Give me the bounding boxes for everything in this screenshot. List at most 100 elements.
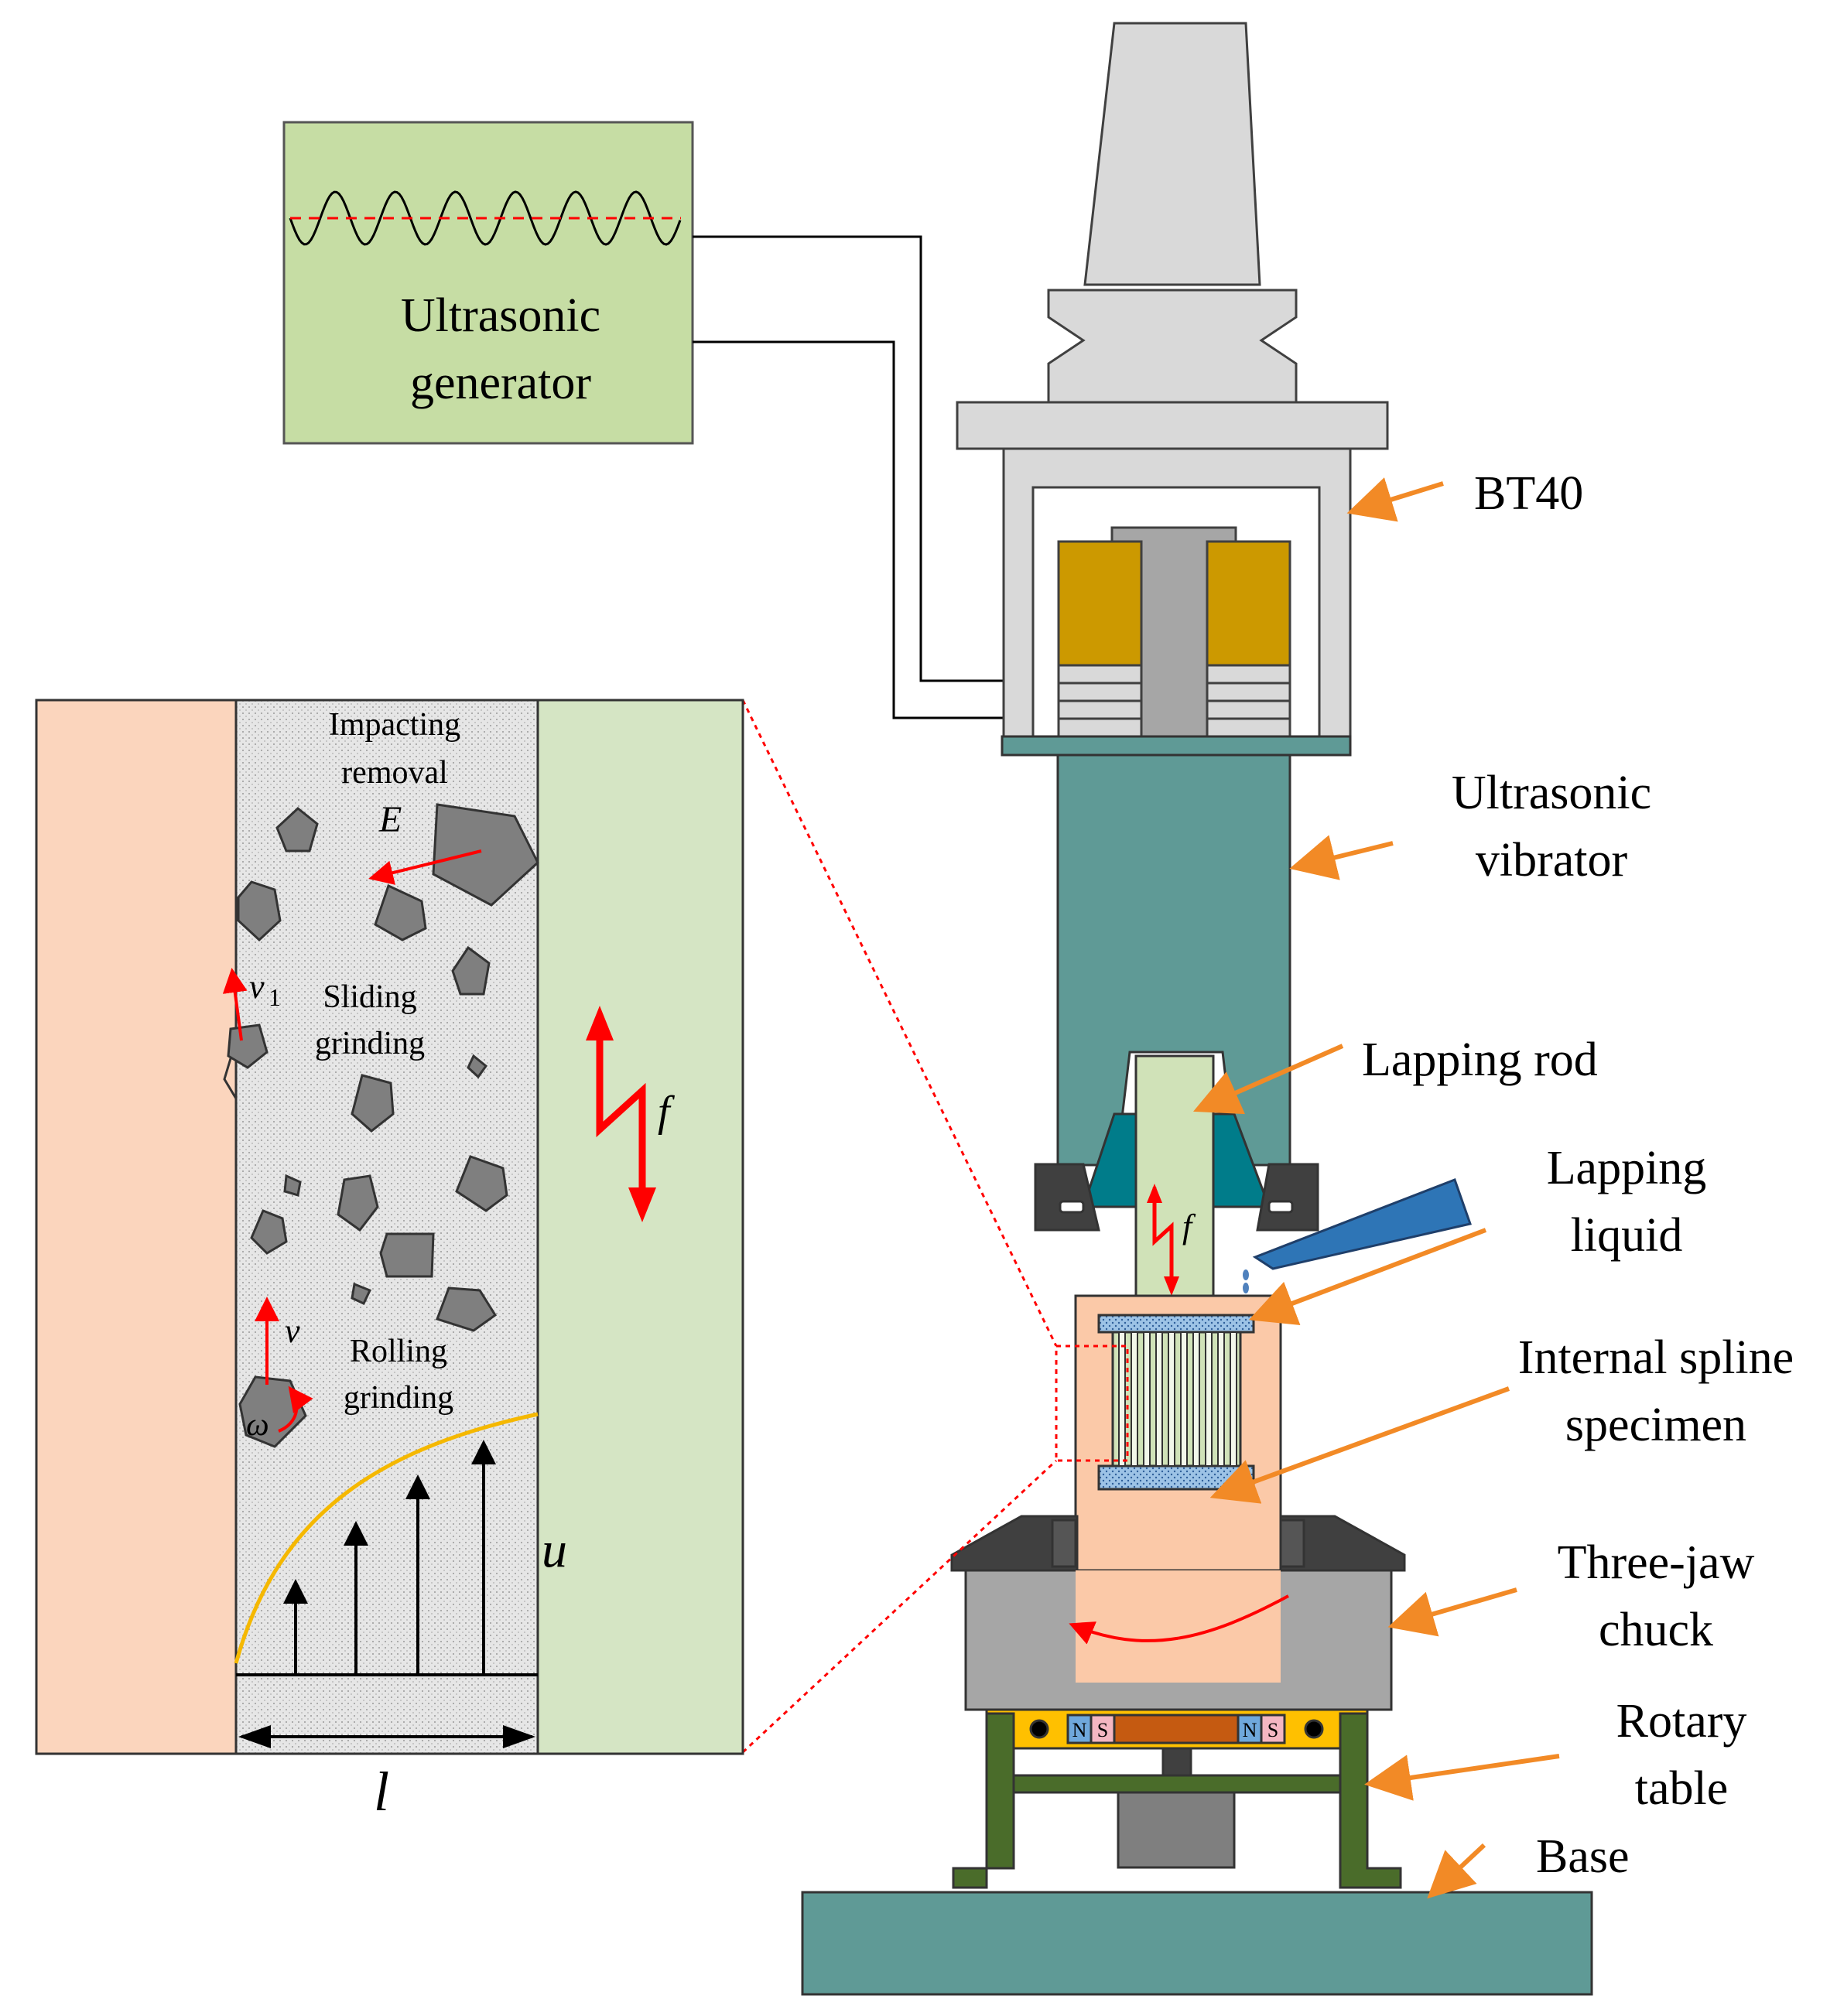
gap-arrowhead-right xyxy=(503,1725,535,1748)
abrasive-particle xyxy=(227,1023,269,1069)
spline-tooth xyxy=(1131,1331,1138,1467)
lapping-rod: f xyxy=(1134,1054,1215,1321)
lapping-liquid-label-line1: Lapping xyxy=(1547,1142,1707,1194)
abrasive-particle xyxy=(337,1174,379,1232)
collet-nut-right xyxy=(1256,1163,1319,1232)
abrasive-particle xyxy=(237,880,282,942)
abrasive-particle xyxy=(379,1232,435,1278)
bt40-arrow xyxy=(1346,477,1444,522)
spline-tooth xyxy=(1180,1331,1188,1467)
rotation-arrow-icon xyxy=(1069,1594,1289,1645)
abrasive-particle xyxy=(275,807,319,853)
vibrator-flange xyxy=(1001,735,1352,757)
rolling-label-line2: grinding xyxy=(344,1380,453,1416)
wire-lower xyxy=(693,340,1033,719)
magnet-n-right xyxy=(1237,1714,1263,1744)
rotary-table-label-line2: table xyxy=(1635,1762,1729,1815)
abrasive-particles xyxy=(227,803,539,1448)
wire-upper xyxy=(693,235,1033,682)
impact-direction-arrow xyxy=(368,849,482,885)
u-symbol: u xyxy=(542,1522,567,1578)
magnet-s-left xyxy=(1090,1714,1116,1744)
vibrator-label-line1: Ultrasonic xyxy=(1452,767,1651,819)
three-jaw-chuck xyxy=(950,1515,1406,1711)
bearing-ball-right xyxy=(1304,1719,1324,1739)
magnet-s-right-label: S xyxy=(1267,1719,1278,1741)
spline-tooth xyxy=(1155,1331,1163,1467)
base-arrow xyxy=(1427,1843,1486,1899)
omega-symbol: ω xyxy=(246,1407,269,1443)
rotary-table-label-line1: Rotary xyxy=(1616,1695,1747,1748)
lapping-liquid-label-line2: liquid xyxy=(1571,1209,1683,1262)
three-jaw-label-line1: Three-jaw xyxy=(1558,1536,1755,1589)
bearing-ball-left xyxy=(1029,1719,1049,1739)
zoom-line-top xyxy=(741,699,1058,1347)
rolling-label-line1: Rolling xyxy=(350,1334,447,1369)
abrasive-particle xyxy=(455,1155,508,1212)
collet-pin-left xyxy=(1059,1200,1085,1214)
abrasive-particle xyxy=(351,1282,372,1305)
lapping-rod-arrow xyxy=(1193,1044,1344,1115)
specimen-in-chuck xyxy=(1076,1570,1281,1683)
v1-velocity-arrow xyxy=(222,968,248,1041)
table-leg-right xyxy=(1339,1712,1402,1889)
callout-labels: BT40 Ultrasonic vibrator Lapping rod Lap… xyxy=(1362,467,1794,1883)
piezo-stack-left xyxy=(1057,540,1143,667)
machine-base xyxy=(801,1891,1593,1996)
holder-collar xyxy=(956,401,1389,450)
abrasive-particle xyxy=(374,883,427,941)
generator-wires xyxy=(693,235,1033,719)
rotary-table: N S N S xyxy=(952,1708,1402,1889)
rod-vibration-icon xyxy=(1147,1184,1179,1296)
three-jaw-label-line2: chuck xyxy=(1599,1604,1713,1656)
magnet-s-left-label: S xyxy=(1097,1719,1108,1741)
workpiece-wall xyxy=(35,699,238,1755)
zoom-line-bottom xyxy=(741,1459,1058,1754)
collet-nut-left xyxy=(1034,1163,1100,1232)
velocity-profile-arrows xyxy=(283,1440,496,1675)
v1-symbol: v xyxy=(249,968,265,1006)
rotor xyxy=(1113,1714,1240,1744)
internal-spline-arrow xyxy=(1209,1386,1510,1504)
table-crossbar xyxy=(1012,1774,1342,1794)
nozzle-body xyxy=(1252,1178,1472,1270)
generator-label-line1: Ultrasonic xyxy=(401,289,600,342)
magnet-s-right xyxy=(1260,1714,1286,1744)
spline-bottom-ring xyxy=(1097,1464,1255,1491)
table-leg-left xyxy=(952,1712,1015,1889)
spline-tooth xyxy=(1192,1331,1200,1467)
magnet-n-left-label: N xyxy=(1072,1719,1087,1741)
sliding-label-line2: grinding xyxy=(315,1026,425,1061)
abrasive-particle xyxy=(436,1286,498,1332)
piezo-stack-right xyxy=(1206,540,1291,667)
v-symbol: v xyxy=(285,1312,300,1350)
collet-pin-right xyxy=(1267,1200,1294,1214)
spline-top-ring xyxy=(1097,1314,1255,1334)
generator-label-line2: generator xyxy=(410,357,591,409)
holder-taper xyxy=(1083,22,1261,286)
ultrasonic-generator: Ultrasonic generator xyxy=(282,121,694,445)
omega-rotation-arrow xyxy=(278,1386,313,1433)
bt40-label: BT40 xyxy=(1474,467,1583,520)
internal-spline-label-line1: Internal spline xyxy=(1518,1331,1794,1384)
impacting-label-line2: removal xyxy=(341,755,448,791)
holder-flange xyxy=(1047,289,1298,404)
energy-symbol: E xyxy=(378,799,402,840)
callout-arrows xyxy=(1193,477,1560,1899)
spline-tooth xyxy=(1143,1331,1151,1467)
sliding-label-line1: Sliding xyxy=(323,979,416,1015)
spline-teeth xyxy=(1118,1331,1237,1467)
jaw-teeth-left xyxy=(1051,1519,1077,1568)
lapping-liquid-arrow xyxy=(1248,1228,1487,1326)
lapping-rod-label: Lapping rod xyxy=(1362,1034,1598,1086)
spline-tooth xyxy=(1118,1331,1126,1467)
motor-shaft xyxy=(1161,1747,1192,1778)
spline-tooth xyxy=(1168,1331,1175,1467)
v1-subscript: 1 xyxy=(269,983,281,1011)
abrasive-particle xyxy=(451,945,491,996)
generator-box xyxy=(282,121,694,445)
bt40-holder xyxy=(956,22,1389,738)
velocity-profile-curve xyxy=(234,1412,539,1664)
